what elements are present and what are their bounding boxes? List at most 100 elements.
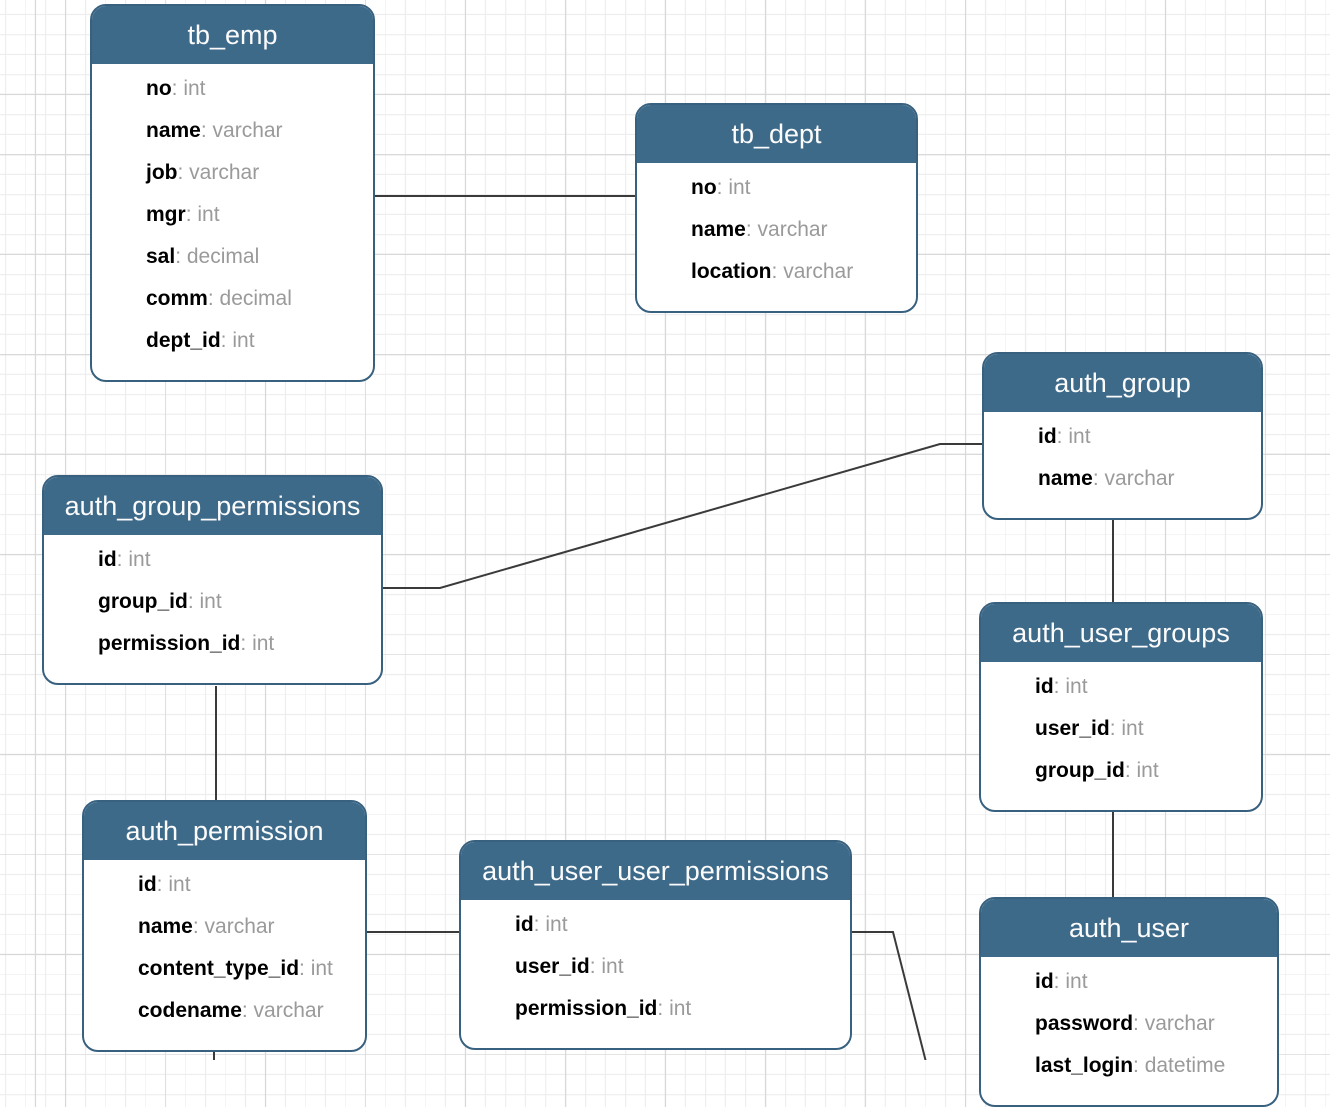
field-row: permission_id: int [515,988,840,1030]
field-name: id [138,873,157,896]
field-separator: : [1124,759,1137,782]
field-name: permission_id [515,997,658,1020]
field-name: mgr [146,203,186,226]
table-fields-auth_permission: id: int name: varchar content_type_id: i… [84,860,365,1050]
field-type: varchar [1144,1012,1215,1035]
field-row: last_login: datetime [1035,1045,1267,1087]
field-row: id: int [1038,416,1251,458]
table-title-auth_user_groups: auth_user_groups [981,604,1261,662]
table-node-auth_group_permissions[interactable]: auth_group_permissions id: int group_id:… [42,475,383,685]
field-name: dept_id [146,329,221,352]
table-fields-auth_group: id: int name: varchar [984,412,1261,518]
field-type: varchar [212,119,283,142]
field-name: group_id [98,590,188,613]
field-type: datetime [1144,1054,1226,1077]
field-name: id [1035,970,1054,993]
field-type: int [232,329,255,352]
field-separator: : [207,287,220,310]
edge-auth_user_user_permissions-offscreen [851,931,927,1060]
field-name: user_id [1035,717,1110,740]
field-type: int [310,957,333,980]
field-row: user_id: int [515,946,840,988]
field-row: mgr: int [146,194,363,236]
field-row: id: int [1035,961,1267,1003]
field-separator: : [116,548,129,571]
field-row: dept_id: int [146,320,363,362]
field-type: int [545,913,568,936]
table-node-auth_user_user_permissions[interactable]: auth_user_user_permissions id: int user_… [459,840,852,1050]
field-separator: : [1133,1012,1145,1035]
field-row: id: int [98,539,371,581]
table-node-tb_emp[interactable]: tb_emp no: int name: varchar job: varcha… [90,4,375,382]
field-name: name [146,119,201,142]
table-title-auth_group: auth_group [984,354,1261,412]
field-type: varchar [253,999,324,1022]
field-row: codename: varchar [138,990,355,1032]
field-type: int [1121,717,1144,740]
field-separator: : [171,77,184,100]
table-fields-auth_user_user_permissions: id: int user_id: int permission_id: int [461,900,850,1048]
table-title-tb_emp: tb_emp [92,6,373,64]
table-title-auth_group_permissions: auth_group_permissions [44,477,381,535]
field-type: int [168,873,191,896]
field-row: comm: decimal [146,278,363,320]
field-row: name: varchar [138,906,355,948]
table-node-auth_user_groups[interactable]: auth_user_groups id: int user_id: int gr… [979,602,1263,812]
table-node-auth_user[interactable]: auth_user id: int password: varchar last… [979,897,1279,1107]
field-name: name [691,218,746,241]
field-name: job [146,161,178,184]
table-fields-tb_dept: no: int name: varchar location: varchar [637,163,916,311]
field-type: varchar [757,218,828,241]
field-type: int [1068,425,1091,448]
field-name: location [691,260,772,283]
field-row: permission_id: int [98,623,371,665]
table-fields-auth_user_groups: id: int user_id: int group_id: int [981,662,1261,810]
field-type: int [252,632,275,655]
field-separator: : [1133,1054,1145,1077]
field-name: name [138,915,193,938]
field-name: codename [138,999,242,1022]
table-fields-auth_group_permissions: id: int group_id: int permission_id: int [44,535,381,683]
field-type: int [669,997,692,1020]
table-title-tb_dept: tb_dept [637,105,916,163]
field-name: id [1038,425,1057,448]
field-type: int [1065,970,1088,993]
field-type: varchar [189,161,260,184]
table-title-auth_permission: auth_permission [84,802,365,860]
field-type: int [197,203,220,226]
field-name: permission_id [98,632,241,655]
field-row: content_type_id: int [138,948,355,990]
field-row: name: varchar [1038,458,1251,500]
field-row: user_id: int [1035,708,1251,750]
field-name: comm [146,287,208,310]
field-separator: : [1109,717,1122,740]
field-name: content_type_id [138,957,300,980]
field-separator: : [589,955,602,978]
field-type: int [728,176,751,199]
field-row: group_id: int [1035,750,1251,792]
field-row: group_id: int [98,581,371,623]
field-separator: : [533,913,546,936]
table-node-auth_permission[interactable]: auth_permission id: int name: varchar co… [82,800,367,1052]
field-name: id [1035,675,1054,698]
field-type: int [183,77,206,100]
field-type: int [1136,759,1159,782]
field-separator: : [200,119,213,142]
field-name: group_id [1035,759,1125,782]
table-node-auth_group[interactable]: auth_group id: int name: varchar [982,352,1263,520]
table-fields-tb_emp: no: int name: varchar job: varchar mgr: … [92,64,373,380]
field-type: int [601,955,624,978]
edge-auth_group_permissions-auth_group [383,443,982,589]
field-type: varchar [783,260,854,283]
table-title-auth_user_user_permissions: auth_user_user_permissions [461,842,850,900]
field-separator: : [1092,467,1105,490]
table-node-tb_dept[interactable]: tb_dept no: int name: varchar location: … [635,103,918,313]
field-separator: : [745,218,758,241]
er-diagram-canvas: tb_emp no: int name: varchar job: varcha… [42,4,1279,1107]
field-separator: : [240,632,253,655]
field-type: int [128,548,151,571]
field-type: varchar [1104,467,1175,490]
field-separator: : [241,999,254,1022]
field-name: user_id [515,955,590,978]
field-separator: : [156,873,169,896]
